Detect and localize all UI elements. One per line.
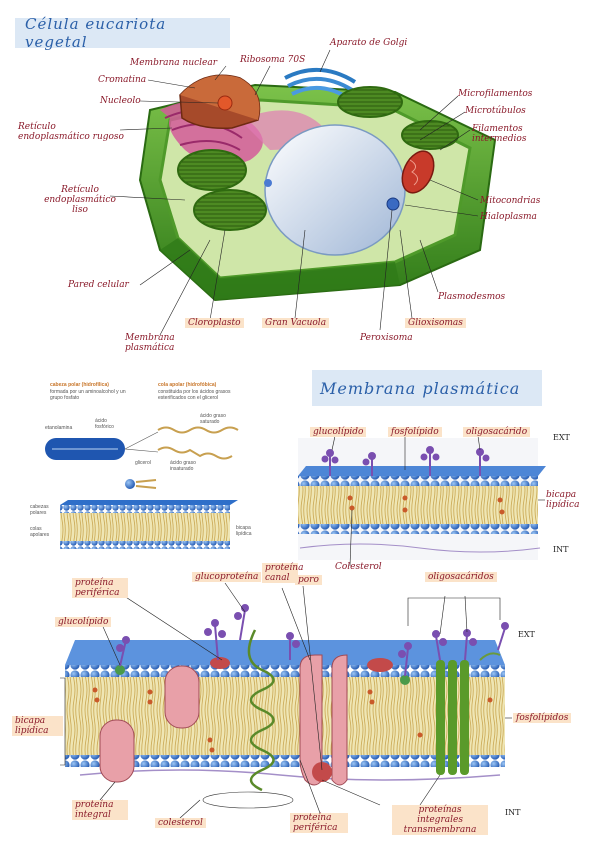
label-phospholipids-2: fosfolípidos	[513, 713, 572, 723]
label-smooth-er: Retículo endoplasmático liso	[44, 185, 116, 215]
label-polar-head-desc: formada por un aminoalcohol y un grupo f…	[50, 389, 126, 401]
label-peripheral-protein-bottom: proteína periférica	[290, 813, 348, 833]
integral-protein	[99, 719, 135, 783]
label-apolar-tail-desc: constituida por los ácidos grasos esteri…	[158, 389, 231, 401]
chloroplast	[337, 86, 403, 118]
label-phosphoric-acid: ácido fosfórico	[95, 418, 114, 430]
plant-cell	[138, 67, 497, 302]
label-golgi: Aparato de Golgi	[330, 38, 408, 48]
label-ribosome: Ribosoma 70S	[240, 55, 306, 65]
label-bilayer-1: bicapa lipídica	[546, 490, 580, 510]
unsaturated-tail	[157, 446, 233, 460]
label-phospholipid-1: fosfolípido	[388, 427, 442, 437]
label-plasmodesmata: Plasmodesmos	[438, 292, 506, 302]
integral-protein	[164, 665, 200, 729]
transmembrane-protein	[436, 660, 445, 775]
label-oligosaccharide-1: oligosacárido	[463, 427, 531, 437]
label-glycolipid-2: glucolípido	[55, 617, 112, 627]
label-bilayer-small: bicapa lipídica	[236, 525, 252, 537]
label-microfilaments: Microfilamentos	[458, 89, 533, 99]
label-mitochondria: Mitocondrias	[480, 196, 541, 206]
peripheral-protein	[202, 791, 294, 809]
label-plasma-membrane: Membrana plasmática	[125, 333, 175, 353]
label-ext-2: EXT	[518, 630, 535, 639]
channel-protein	[299, 654, 323, 786]
label-hyaloplasm: Hialoplasma	[480, 212, 537, 222]
label-transmembrane: proteínas integrales transmembrana	[392, 805, 488, 835]
mitochondrion	[401, 150, 435, 194]
label-chromatin: Cromatina	[98, 75, 147, 85]
peripheral-protein	[210, 657, 230, 669]
label-integral-protein: proteína integral	[72, 800, 128, 820]
membrane-diagram-1	[298, 435, 546, 567]
chloroplast	[193, 189, 267, 231]
cell-title: Célula eucariota vegetal	[15, 15, 230, 51]
label-ethanolamine: etanolamina	[45, 425, 73, 431]
label-peripheral-protein-top: proteína periférica	[72, 578, 128, 598]
glyoxysome	[264, 179, 272, 187]
chloroplast	[401, 120, 459, 150]
chloroplast	[177, 149, 247, 191]
label-pore: poro	[295, 575, 322, 585]
label-apolar-tail: cola apolar (hidrofóbica)	[158, 382, 217, 388]
label-nucleolus: Nucleolo	[100, 96, 141, 106]
label-int-1: INT	[553, 545, 569, 554]
vacuole	[264, 124, 406, 256]
label-apolar-tails: colas apolares	[30, 526, 50, 538]
label-intermediate-filaments: Filamentos intermedios	[472, 124, 527, 144]
peroxisome	[386, 197, 400, 211]
membrane-diagram-2	[60, 582, 512, 819]
saturated-tail	[157, 426, 239, 434]
label-oligosaccharides-2: oligosacáridos	[425, 572, 497, 582]
label-cell-wall: Pared celular	[68, 280, 129, 290]
label-nuclear-membrane: Membrana nuclear	[130, 58, 218, 68]
label-cholesterol-2: colesterol	[155, 818, 206, 828]
label-channel-protein: proteína canal	[262, 563, 303, 583]
phospholipid-diagram	[45, 426, 239, 549]
label-polar-heads: cabezas polares	[30, 504, 49, 516]
label-glyoxysomes: Glioxisomas	[405, 318, 466, 328]
label-chloroplast: Cloroplasto	[185, 318, 244, 328]
label-microtubules: Microtúbulos	[465, 106, 526, 116]
label-glycerol: glicerol	[135, 460, 151, 466]
label-polar-head: cabeza polar (hidrofílica)	[50, 382, 109, 388]
label-cholesterol-1: Colesterol	[335, 562, 382, 572]
membrane-title: Membrana plasmática	[312, 370, 542, 406]
label-rough-er: Retículo endoplasmático rugoso	[18, 122, 124, 142]
label-glycoprotein: glucoproteína	[192, 572, 262, 582]
label-bilayer-2: bicapa lipídica	[12, 716, 63, 736]
peripheral-protein	[367, 658, 393, 672]
label-unsaturated: ácido graso insaturado	[170, 460, 196, 472]
label-ext-1: EXT	[553, 433, 570, 442]
label-vacuole: Gran Vacuola	[262, 318, 330, 328]
label-int-2: INT	[505, 808, 521, 817]
helical-glycoprotein	[247, 629, 275, 792]
nucleolus	[217, 95, 233, 111]
label-saturated: ácido graso saturado	[200, 413, 226, 425]
label-glycolipid-1: glucolípido	[310, 427, 367, 437]
label-peroxisome: Peroxisoma	[360, 333, 413, 343]
cell-leader-lines	[109, 49, 479, 336]
